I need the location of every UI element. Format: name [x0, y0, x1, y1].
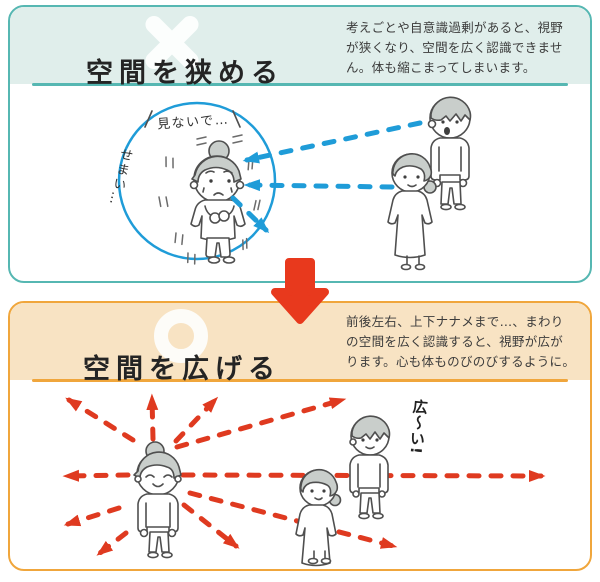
circle-mark-icon: [154, 309, 208, 363]
description-line: 前後左右、上下ナナメまで…、まわり: [346, 314, 564, 329]
anxious-person-figure: [158, 134, 261, 265]
panel-narrow-title: 空間を狭める: [86, 58, 284, 90]
onlooker-man-figure: [427, 96, 472, 211]
gaze-arrows: [230, 120, 423, 234]
narrow-space-illustration: [117, 96, 472, 271]
panel-widen-description: 前後左右、上下ナナメまで…、まわり の空間を広く認識すると、視野が広が ります。…: [346, 312, 584, 372]
panel-narrow-description: 考えごとや自意識過剰があると、視野 が狭くなり、空間を広く認識できませ ん。体も…: [346, 18, 584, 78]
relaxed-person-figure: [133, 441, 182, 559]
widen-space-illustration: [62, 393, 546, 567]
panel-widen-space: 空間を広げる 前後左右、上下ナナメまで…、まわり の空間を広く認識すると、視野が…: [8, 301, 592, 571]
radiating-arrow-up: [146, 393, 159, 442]
radiating-arrow-up-right: [173, 396, 219, 444]
radiating-arrow-down-right: [181, 502, 240, 549]
panel-narrow-header: 空間を狭める 考えごとや自意識過剰があると、視野 が狭くなり、空間を広く認識でき…: [10, 7, 590, 89]
radiating-arrow-up-right-far: [174, 397, 347, 450]
panel-widen-title: 空間を広げる: [83, 354, 281, 386]
description-line: 考えごとや自意識過剰があると、視野: [346, 20, 564, 35]
radiating-arrow-left: [62, 469, 131, 482]
gaze-arrow: [242, 120, 423, 164]
description-line: が狭くなり、空間を広く認識できませ: [346, 40, 563, 55]
description-line: ります。心も体ものびのびするように。: [346, 354, 576, 369]
onlooker-woman-figure: [387, 153, 437, 271]
transition-down-arrow: [271, 258, 329, 324]
bystander-man-figure: [349, 415, 391, 520]
radiating-arrow-down-left: [63, 505, 122, 527]
gaze-arrow: [230, 195, 270, 234]
panel-narrow-space: 空間を狭める 考えごとや自意識過剰があると、視野 が狭くなり、空間を広く認識でき…: [8, 5, 592, 283]
radiating-arrow-down: [96, 530, 129, 556]
description-line: の空間を広く認識すると、視野が広が: [346, 334, 564, 349]
emphasis-slash: [144, 110, 153, 128]
radiating-arrow-down-right-far: [187, 490, 398, 549]
description-line: ん。体も縮こまってしまいます。: [346, 60, 536, 75]
radiating-arrow-up-left: [65, 397, 136, 443]
gaze-arrow: [243, 179, 395, 192]
bystander-woman-figure: [295, 468, 342, 567]
header-divider: [32, 379, 568, 382]
header-divider: [32, 83, 568, 86]
emphasis-slash: [232, 110, 241, 128]
